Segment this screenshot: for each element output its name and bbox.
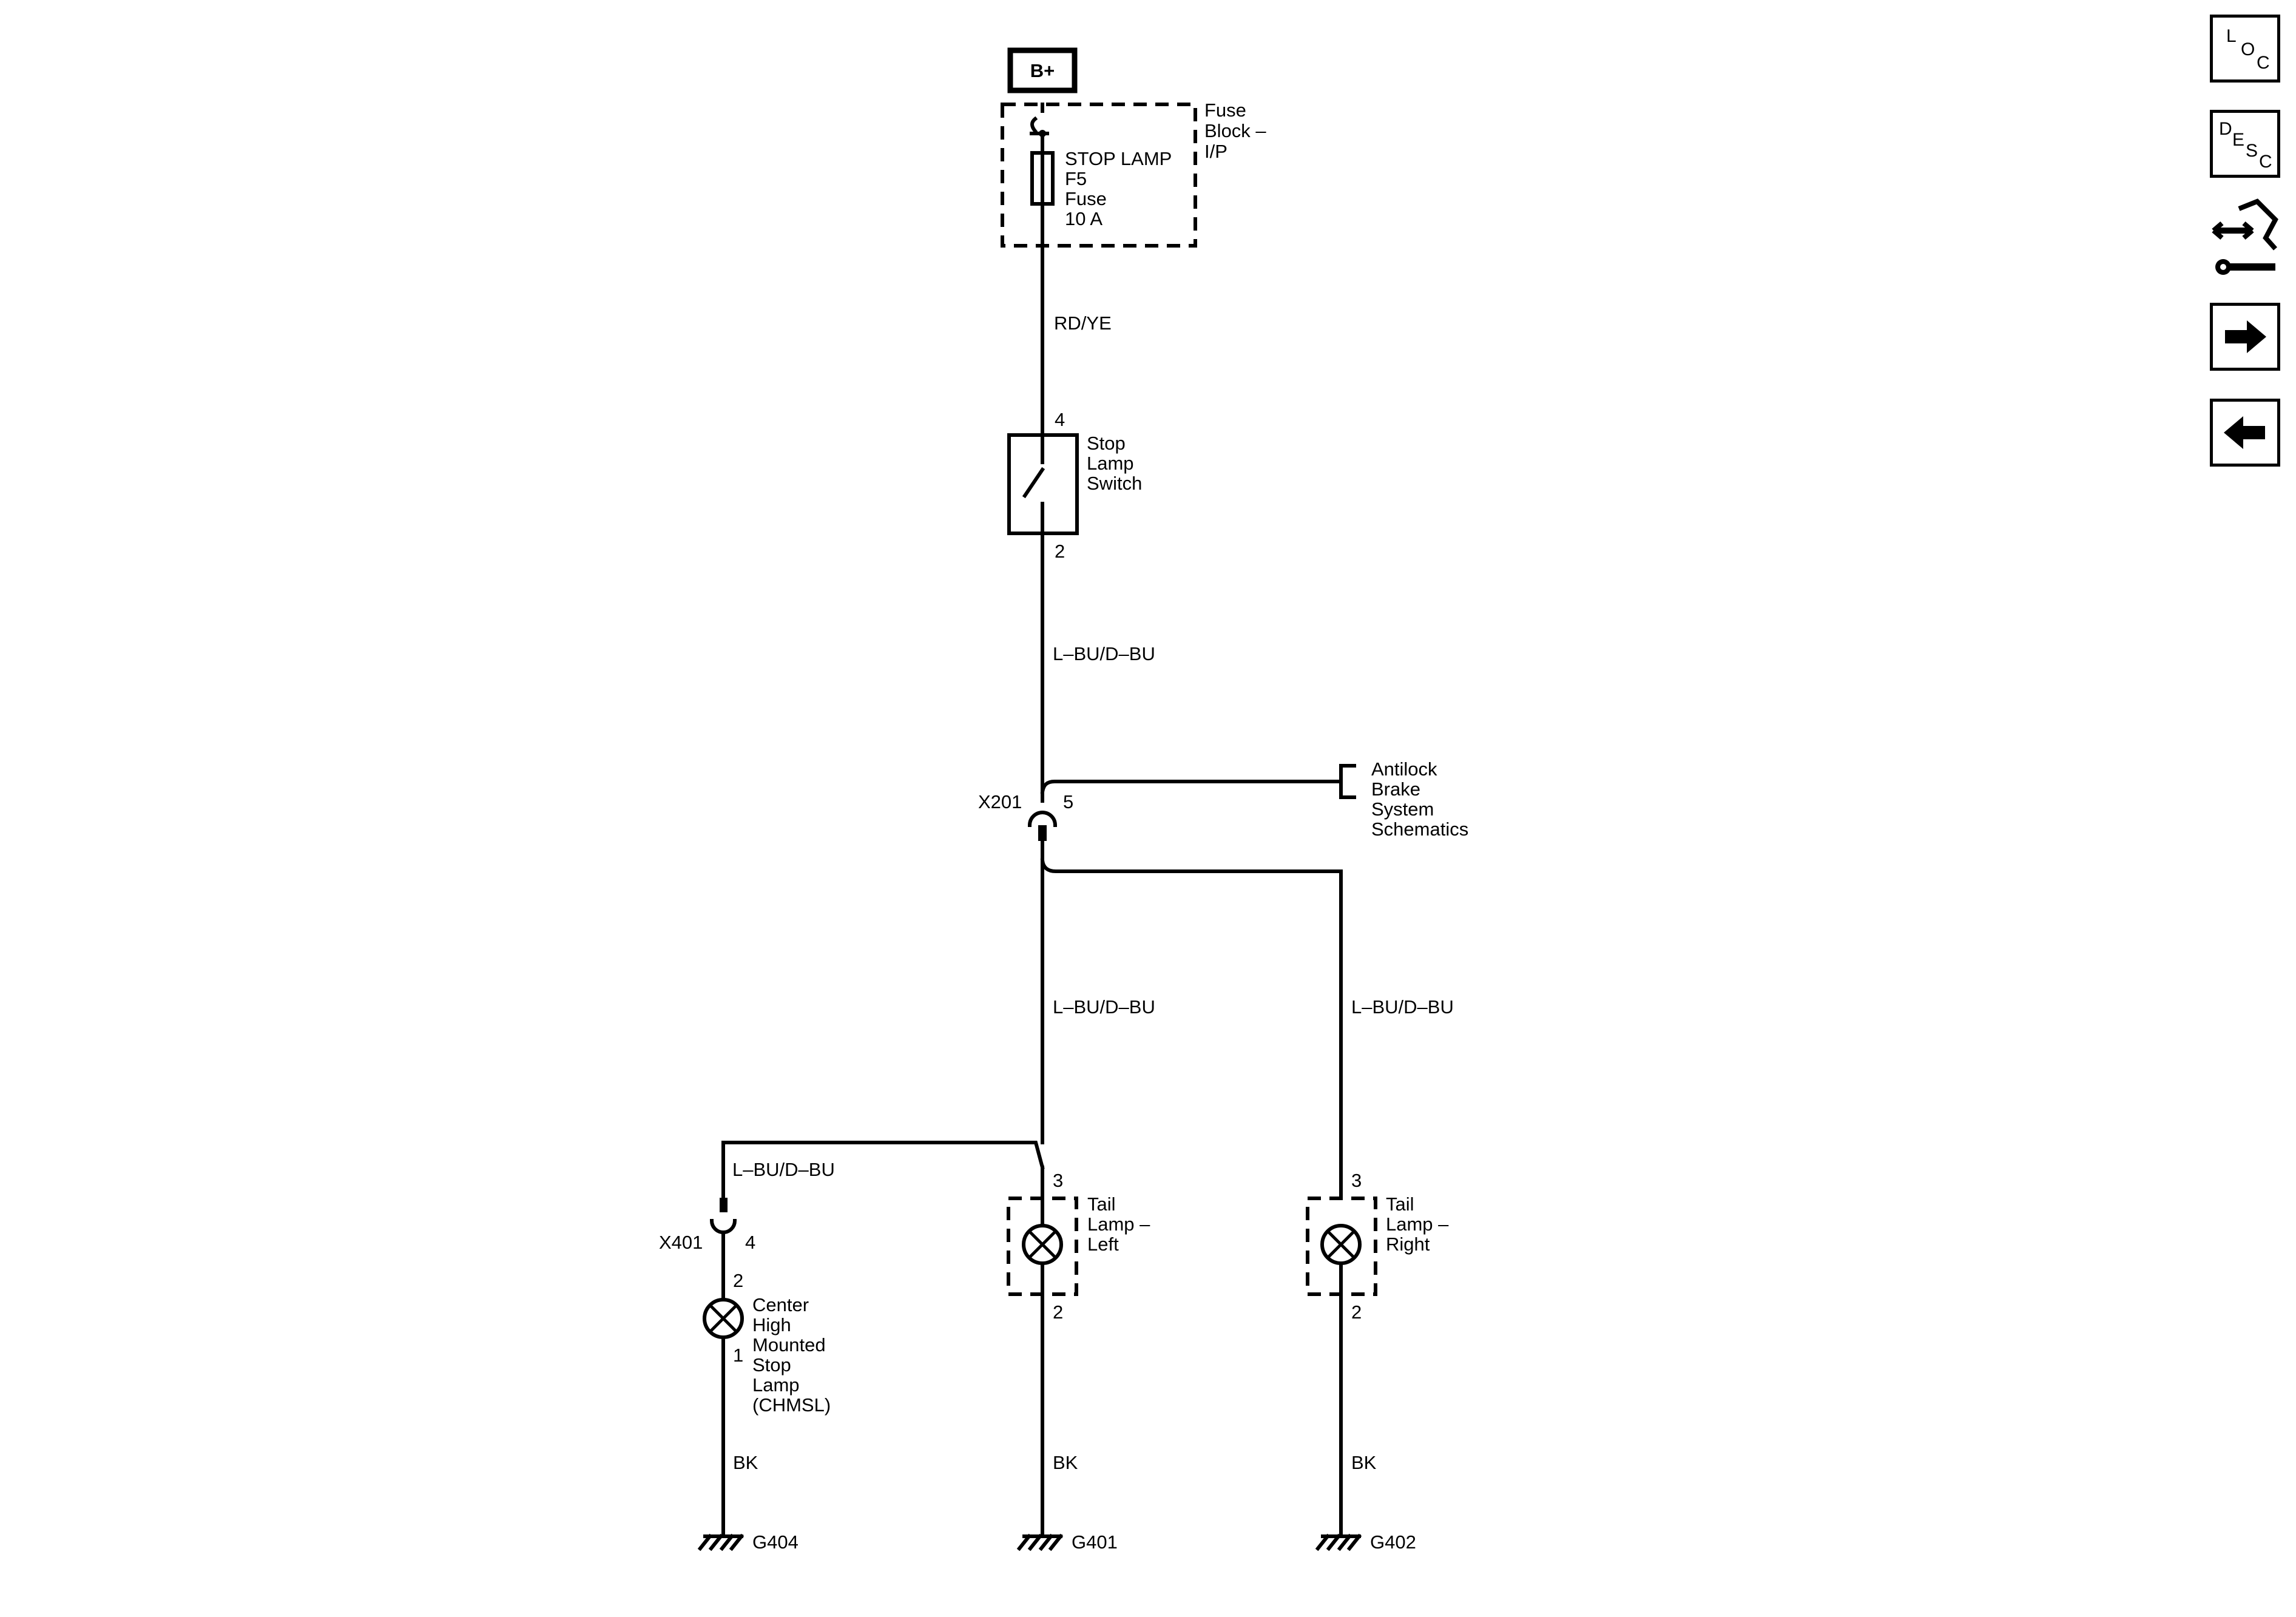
wire-chmsl-branch [721,1141,1045,1201]
battery-positive-box [1007,47,1078,93]
connector-x401-pin: 4 [745,1232,755,1253]
chmsl-pin-top: 2 [733,1270,743,1291]
ground-g401-icon [1016,1533,1064,1551]
tail-right-pin-bottom: 2 [1351,1301,1362,1323]
tail-lamp-right-name: Tail Lamp – Right [1386,1193,1454,1255]
loc-button[interactable]: L O C [2210,15,2280,83]
battery-positive-label: B+ [1030,60,1055,81]
abs-reference-bracket [1339,764,1356,799]
previous-page-button[interactable] [2210,399,2280,467]
stop-lamp-switch-contact [1022,433,1045,535]
tail-left-pin-bottom: 2 [1053,1301,1063,1323]
desc-button[interactable]: D E S C [2210,110,2280,178]
next-page-button[interactable] [2210,303,2280,371]
wire-chmsl-branch-label: L–BU/D–BU [732,1159,835,1180]
wire-chmsl-ground-label: BK [733,1452,758,1473]
svg-text:C: C [2259,152,2272,172]
ground-g401-label: G401 [1072,1531,1118,1553]
wire-abs-branch [1040,780,1343,794]
ground-g404-label: G404 [752,1531,799,1553]
tail-lamp-right-filament [1326,1230,1356,1259]
svg-text:E: E [2232,130,2244,150]
connector-x201-female [1027,811,1058,828]
fuse-block-outline [1001,103,1197,248]
tail-right-pin-top: 3 [1351,1170,1362,1191]
connector-x201-male [1038,825,1047,841]
desc-button-glyphs: D E S C [2219,119,2272,172]
ground-g402-label: G402 [1370,1531,1416,1553]
ground-g402-icon [1315,1533,1362,1551]
fuse-terminal-node [1039,130,1046,137]
chmsl-pin-bottom: 1 [733,1345,743,1366]
arrow-left-icon [2224,416,2265,449]
wire-switch-output-label: L–BU/D–BU [1053,643,1155,664]
wire-supply-label: RD/YE [1054,312,1112,334]
arrow-right-icon [2225,320,2266,353]
loc-button-glyphs: L O C [2226,26,2270,73]
chmsl-name: Center High Mounted Stop Lamp (CHMSL) [752,1294,831,1416]
wire-right-branch-label: L–BU/D–BU [1351,996,1454,1018]
svg-text:D: D [2219,119,2232,139]
connector-x201-name: X201 [978,791,1022,812]
fuse-block-name: Fuse Block – I/P [1204,100,1271,162]
tail-lamp-left-filament [1028,1230,1057,1259]
tail-left-pin-top: 3 [1053,1170,1063,1191]
connector-x201-pin: 5 [1063,791,1073,812]
svg-text:C: C [2257,53,2270,73]
wire-tail-right-ground-label: BK [1351,1452,1377,1473]
switch-pin-in: 4 [1055,409,1065,430]
svg-text:O: O [2241,39,2255,59]
abs-reference-text: Antilock Brake System Schematics [1371,758,1468,840]
ground-g404-icon [697,1533,745,1551]
chmsl-bulb-filament [709,1304,738,1333]
svg-text:L: L [2226,26,2237,46]
wire-right-branch [1040,858,1343,1200]
tail-lamp-left-name: Tail Lamp – Left [1087,1193,1155,1255]
connector-repair-button[interactable] [2210,198,2280,275]
wire-left-branch-label: L–BU/D–BU [1053,996,1155,1018]
connector-x401-male [720,1198,728,1212]
svg-text:S: S [2246,141,2258,161]
fuse-label: STOP LAMP F5 Fuse 10 A [1065,148,1177,229]
connector-x401-name: X401 [659,1232,703,1253]
wire-tail-left-ground-label: BK [1053,1452,1078,1473]
fuse-terminal [1030,103,1049,155]
connector-repair-icon [2212,198,2278,275]
switch-pin-out: 2 [1055,541,1065,562]
stop-lamp-switch-name: Stop Lamp Switch [1087,433,1142,494]
